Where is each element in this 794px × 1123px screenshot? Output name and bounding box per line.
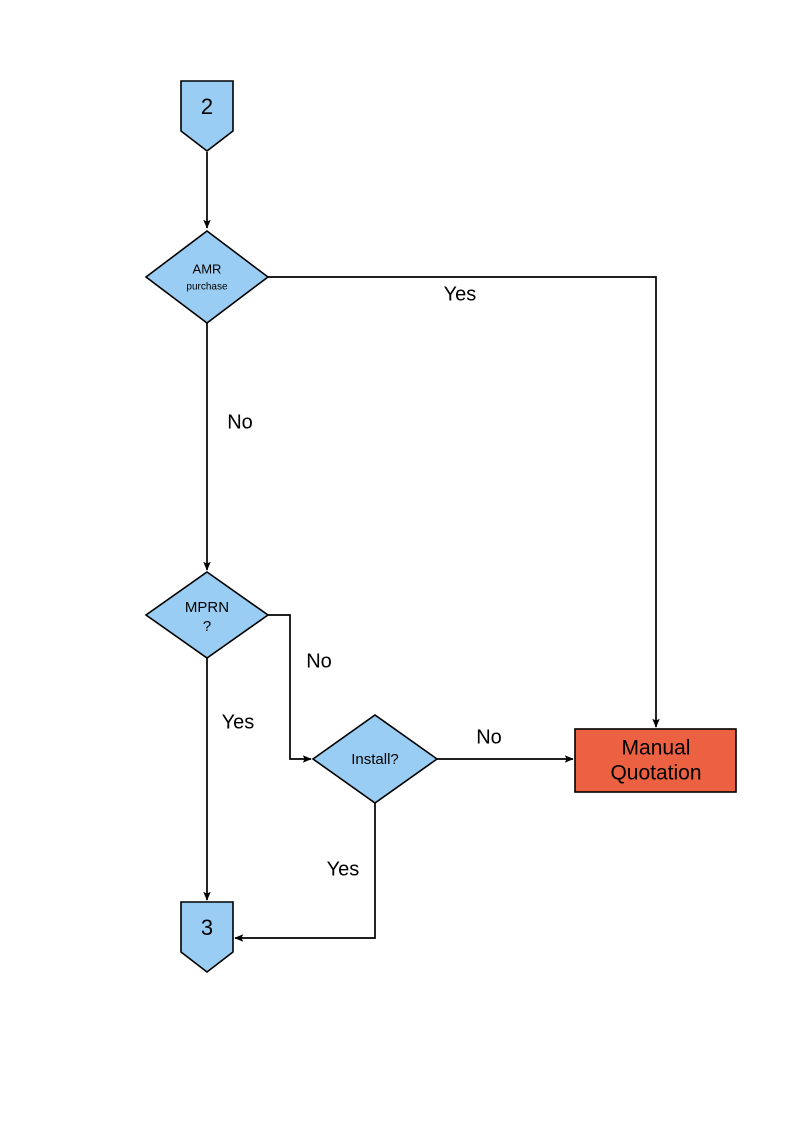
diamond-shape-amr-purchase (144, 229, 270, 325)
connector-mprn-no-to-install (268, 614, 312, 763)
off-page-connector-3-label: 3 (201, 915, 213, 940)
edge-label-mprn-yes: Yes (222, 711, 255, 733)
pentagon-shape-3 (180, 901, 234, 974)
decision-install-label: Install? (351, 751, 399, 768)
node-process-manual-quotation[interactable]: Manual Quotation (574, 728, 737, 793)
edge-label-mprn-no: No (306, 650, 332, 672)
pentagon-shape-2 (180, 80, 234, 153)
edge-label-amr-yes: Yes (444, 283, 477, 305)
decision-mprn-label-line2: ? (203, 618, 211, 635)
node-off-page-connector-2[interactable]: 2 (180, 80, 234, 153)
edge-label-install-yes: Yes (327, 858, 360, 880)
node-decision-install[interactable]: Install? (311, 714, 439, 804)
process-manual-quotation-label-line1: Manual (622, 737, 691, 760)
rectangle-shape-manual-quotation (574, 728, 737, 793)
diamond-shape-mprn (144, 571, 270, 659)
node-decision-amr-purchase[interactable]: AMR purchase (144, 229, 270, 325)
off-page-connector-2-label: 2 (201, 94, 213, 119)
edge-label-install-no: No (476, 726, 502, 748)
process-manual-quotation-label-line2: Quotation (610, 762, 701, 785)
connector-install-yes-to-end (234, 803, 376, 942)
diamond-shape-install (311, 714, 439, 804)
decision-amr-purchase-label-line2: purchase (186, 282, 228, 293)
edge-label-amr-no: No (227, 411, 253, 433)
decision-mprn-label-line1: MPRN (185, 599, 229, 616)
node-decision-mprn[interactable]: MPRN ? (144, 571, 270, 659)
node-off-page-connector-3[interactable]: 3 (180, 901, 234, 974)
decision-amr-purchase-label-line1: AMR (193, 261, 222, 276)
connector-amr-yes-to-manual-quotation (268, 276, 660, 728)
